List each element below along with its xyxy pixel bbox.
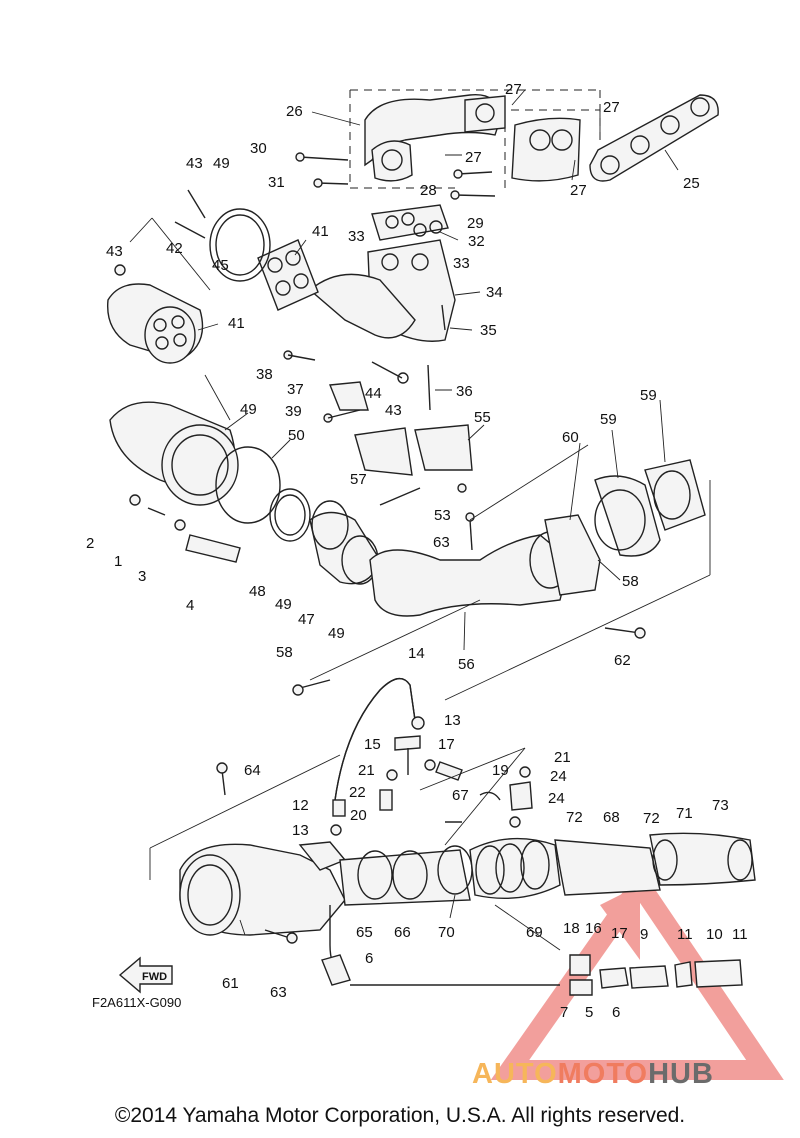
callout-18: 18 [563, 920, 580, 937]
callout-58-label: 58 [276, 644, 293, 661]
callout-numbers: 26 27 27 27 27 25 30 31 28 29 43 49 41 3… [86, 81, 748, 1021]
callout-47: 47 [298, 611, 315, 628]
callout-15: 15 [364, 736, 381, 753]
callout-57: 58 [622, 573, 639, 590]
callout-36: 36 [456, 383, 473, 400]
callout-50: 49 [240, 401, 257, 418]
callout-65: 66 [394, 924, 411, 941]
callout-64: 65 [356, 924, 373, 941]
callout-1: 1 [114, 553, 122, 570]
callout-21b: 21 [358, 762, 375, 779]
callout-49a-label: 49 [275, 596, 292, 613]
callout-6a: 6 [365, 950, 373, 967]
fwd-label: FWD [142, 971, 167, 983]
callout-13a: 13 [444, 712, 461, 729]
callout-53: 53 [434, 507, 451, 524]
callout-43b: 43 [385, 402, 402, 419]
callout-14: 14 [408, 645, 425, 662]
callout-63b: 64 [244, 762, 261, 779]
callout-48: 48 [249, 583, 266, 600]
callout-34: 34 [486, 284, 503, 301]
callout-51: 49 [213, 155, 230, 172]
callout-54: 55 [474, 409, 491, 426]
callout-67: 68 [603, 809, 620, 826]
exhaust-manifold-group [106, 89, 719, 423]
callout-27d: 27 [570, 182, 587, 199]
watermark-text: AUTOMOTOHUB [472, 1058, 714, 1091]
callout-72-label: 72 [643, 810, 660, 827]
callout-30: 30 [250, 140, 267, 157]
callout-66: 67 [452, 787, 469, 804]
callout-39: 39 [285, 403, 302, 420]
callout-27b: 27 [603, 99, 620, 116]
callout-52: 50 [288, 427, 305, 444]
callout-20: 20 [350, 807, 367, 824]
watermark-part-a: AUTO [472, 1058, 558, 1090]
callout-35: 35 [480, 322, 497, 339]
callout-22: 22 [349, 784, 366, 801]
callout-44: 43 [186, 155, 203, 172]
callout-13b: 13 [292, 822, 309, 839]
callout-27a: 27 [505, 81, 522, 98]
callout-68: 69 [526, 924, 543, 941]
callout-59a: 59 [640, 387, 657, 404]
water-lock-group [118, 677, 756, 996]
callout-46: 45 [212, 257, 229, 274]
callout-8: 9 [640, 926, 648, 943]
callout-19: 19 [492, 762, 509, 779]
callout-4: 4 [186, 597, 194, 614]
callout-59b: 60 [562, 429, 579, 446]
callout-62a: 62 [614, 652, 631, 669]
callout-33a: 33 [348, 228, 365, 245]
copyright-notice: ©2014 Yamaha Motor Corporation, U.S.A. A… [114, 1104, 686, 1127]
callout-63a: 63 [433, 534, 450, 551]
watermark-part-b: MOTO [557, 1058, 649, 1090]
callout-49b-label: 49 [328, 625, 345, 642]
callout-23: 24 [550, 768, 567, 785]
callout-42: 42 [166, 240, 183, 257]
callout-60: 59 [600, 411, 617, 428]
callout-33b: 33 [453, 255, 470, 272]
callout-21a: 21 [554, 749, 571, 766]
callout-27c: 27 [465, 149, 482, 166]
callout-69: 71 [676, 805, 693, 822]
callout-3: 3 [138, 568, 146, 585]
callout-2: 2 [86, 535, 94, 552]
callout-17a: 17 [438, 736, 455, 753]
callout-24-label: 24 [548, 790, 565, 807]
leader-lines [197, 89, 679, 936]
callout-55: 56 [458, 656, 475, 673]
callout-25: 25 [683, 175, 700, 192]
callout-73: 73 [712, 797, 729, 814]
callout-10: 11 [732, 926, 748, 943]
callout-17b: 17 [611, 925, 628, 942]
callout-43a: 43 [106, 243, 123, 260]
callout-31: 31 [268, 174, 285, 191]
callout-5: 5 [585, 1004, 593, 1021]
exhaust-pipe-group [109, 401, 711, 701]
callout-56: 57 [350, 471, 367, 488]
callout-61-label: 61 [222, 975, 239, 992]
callout-45: 44 [365, 385, 382, 402]
watermark-part-c: HUB [648, 1058, 714, 1090]
callout-11-label: 11 [677, 926, 693, 943]
callout-71: 72 [566, 809, 583, 826]
callout-7: 7 [560, 1004, 568, 1021]
callout-32: 32 [468, 233, 485, 250]
callout-41-label: 41 [228, 315, 245, 332]
callout-37: 37 [287, 381, 304, 398]
callout-9: 10 [706, 926, 723, 943]
callout-62b: 63 [270, 984, 287, 1001]
callout-38: 38 [256, 366, 273, 383]
callout-28: 28 [420, 182, 437, 199]
callout-70: 70 [438, 924, 455, 941]
callout-12: 12 [292, 797, 309, 814]
callout-40: 41 [312, 223, 329, 240]
catalog-code: F2A611X-G090 [92, 995, 182, 1010]
callout-6b: 6 [612, 1004, 620, 1021]
callout-26: 26 [286, 103, 303, 120]
callout-29: 29 [467, 215, 484, 232]
callout-16: 16 [585, 920, 602, 937]
